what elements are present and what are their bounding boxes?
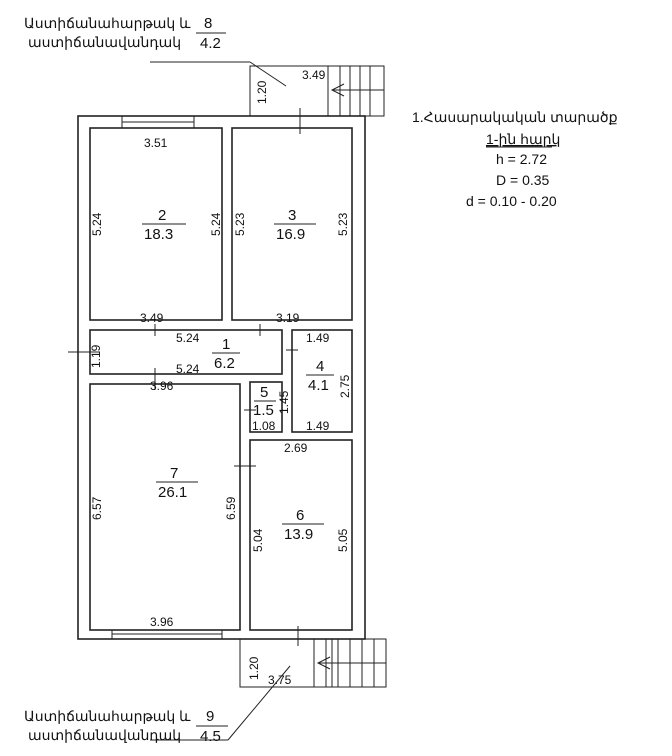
info-wall-d: d = 0.10 - 0.20 (466, 193, 557, 209)
room-3-right-dim: 5.23 (336, 212, 350, 236)
stair-bottom-number: 9 (206, 708, 214, 725)
room-2-top-dim: 3.51 (144, 136, 168, 150)
stair-bottom-width: 3.75 (268, 673, 292, 687)
stair-top-label-line2: աստիճանավանդակ (28, 34, 181, 50)
room-4-number: 4 (316, 358, 324, 375)
room-3-left-dim: 5.23 (233, 212, 247, 236)
room-4-side-dim: 2.75 (338, 374, 352, 398)
stair-top-number: 8 (204, 15, 212, 32)
room-3-bottom-dim: 3.19 (276, 311, 300, 325)
room-3-number: 3 (288, 207, 296, 224)
stair-top-steps (327, 65, 385, 117)
room-2-number: 2 (158, 207, 166, 224)
room-5-bottom-dim: 1.08 (252, 419, 276, 433)
room-4-outline (291, 329, 353, 433)
room-6-top-dim: 2.69 (284, 441, 308, 455)
stair-bottom-area: 4.5 (200, 728, 221, 745)
info-floor: 1-ին հարկ (486, 131, 560, 147)
room-7-outline (89, 383, 241, 631)
room-1-bottom-dim: 5.24 (176, 362, 200, 376)
room-2-left-dim: 5.24 (90, 212, 104, 236)
room-6-outline (249, 439, 353, 631)
stair-bottom-label-line2: աստիճանավանդակ (28, 727, 181, 743)
stair-top-leader (249, 61, 287, 87)
stair-bottom-depth: 1.20 (247, 656, 261, 680)
stair-top-width: 3.49 (302, 68, 326, 82)
room-7-area: 26.1 (158, 484, 187, 501)
room-2-area: 18.3 (144, 226, 173, 243)
room-6-right-dim: 5.05 (336, 528, 350, 552)
room-1-top-dim: 5.24 (176, 331, 200, 345)
room-7-left-dim: 6.57 (90, 496, 104, 520)
room-5-number: 5 (260, 384, 268, 401)
room-7-bottom-dim: 3.96 (150, 615, 174, 629)
stair-bottom-label-line1: Աստիճանահարթակ և (24, 708, 191, 724)
room-2-bottom-dim: 3.49 (140, 311, 164, 325)
room-1-number: 1 (222, 336, 230, 353)
stair-bottom-arrow (316, 656, 331, 670)
stair-top-arrow (330, 83, 345, 97)
room-7-top-dim: 3.96 (150, 379, 174, 393)
room-5-outline (249, 381, 283, 433)
room-7-right-dim: 6.59 (224, 496, 238, 520)
info-wall-D: D = 0.35 (496, 172, 550, 188)
room-1-side-dim: 1.19 (89, 344, 103, 368)
stair-bottom-leader (227, 665, 291, 741)
room-6-left-dim: 5.04 (251, 528, 265, 552)
room-5-area: 1.5 (253, 402, 274, 419)
info-height: h = 2.72 (496, 151, 547, 167)
room-4-area: 4.1 (308, 377, 329, 394)
room-2-right-dim: 5.24 (209, 212, 223, 236)
room-1-area: 6.2 (214, 355, 235, 372)
room-3-area: 16.9 (276, 226, 305, 243)
info-title: 1.Հասարակական տարածք (412, 109, 618, 125)
stair-top-depth: 1.20 (255, 80, 269, 104)
room-5-side-dim: 1.45 (277, 390, 291, 414)
room-6-area: 13.9 (284, 526, 313, 543)
stair-top-area: 4.2 (200, 35, 221, 52)
stair-top-label-line1: Աստիճանահարթակ և (24, 15, 191, 31)
room-6-number: 6 (296, 507, 304, 524)
room-3-outline (231, 127, 353, 321)
room-7-number: 7 (170, 465, 178, 482)
room-4-top-dim: 1.49 (306, 331, 330, 345)
room-4-bottom-dim: 1.49 (306, 419, 330, 433)
